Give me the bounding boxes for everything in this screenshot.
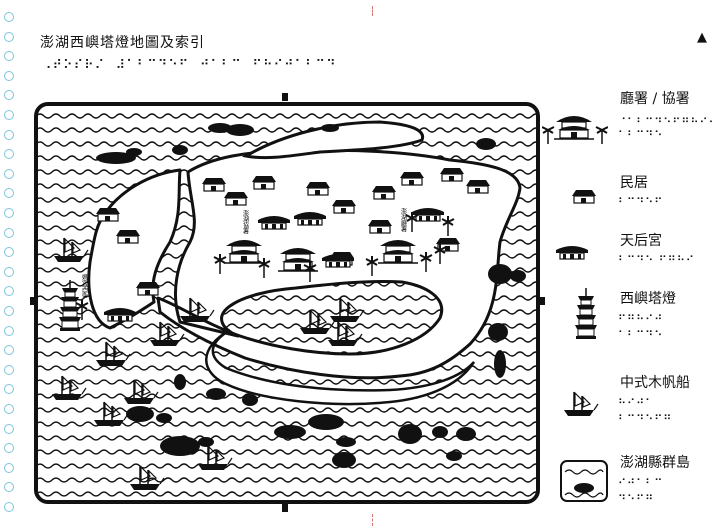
- binder-hole: [4, 423, 14, 434]
- binder-hole: [4, 129, 14, 140]
- cut-mark-bottom: [372, 514, 374, 526]
- legend-label-lighthouse: 西嶼塔燈: [620, 291, 676, 307]
- binder-hole: [4, 110, 14, 120]
- government-office-icon: [542, 115, 608, 144]
- binder-hole: [4, 502, 14, 512]
- residence-icon: [571, 189, 597, 204]
- binder-hole: [4, 364, 14, 375]
- wave-line: [36, 463, 538, 469]
- label-west-battery: 媽宮西衛: [81, 273, 88, 299]
- legend-label-temple: 天后宮: [620, 233, 662, 249]
- wave-line: [36, 113, 538, 119]
- binder-hole: [4, 266, 14, 277]
- label-coast-guard-office: 澎湖協署: [242, 209, 249, 235]
- binder-hole: [4, 404, 14, 414]
- legend-braille-islands: ⠊⠚⠁⠃⠉ ⠙⠑⠋⠛: [618, 477, 664, 506]
- binder-hole: [4, 31, 14, 42]
- north-island: [241, 120, 425, 160]
- legend-label-residence: 民居: [620, 175, 648, 191]
- legend-label-government: 廳署 / 協署: [620, 91, 690, 107]
- legend-braille-sailboat: ⠓⠊⠚⠁ ⠃⠉⠙⠑⠋⠛: [618, 397, 673, 426]
- label-prefecture-office: 澎湖廳署: [400, 207, 407, 233]
- map-panel: 澎湖協署 澎湖廳署 媽宮西衛: [30, 93, 545, 512]
- binder-hole: [4, 247, 14, 258]
- legend-braille-residence: ⠃⠉⠙⠑⠋: [618, 196, 664, 209]
- south-spit: [205, 328, 476, 406]
- wave-line: [36, 379, 538, 385]
- map-title: 澎湖西嶼塔燈地圖及索引: [40, 35, 205, 51]
- legend-label-islands: 澎湖縣群島: [620, 455, 690, 471]
- binder-hole: [4, 70, 14, 81]
- binder-holes: [4, 0, 18, 530]
- binder-hole: [4, 149, 14, 160]
- wave-line: [36, 407, 538, 413]
- binder-hole: [4, 188, 14, 199]
- legend-braille-temple: ⠃⠉⠙⠑ ⠋⠛⠓⠊: [618, 254, 695, 267]
- binder-hole: [4, 345, 14, 356]
- binder-hole: [4, 227, 14, 238]
- legend-braille-lighthouse: ⠋⠛⠓⠊⠚ ⠁⠃⠉⠙⠑: [618, 313, 664, 342]
- islets: [96, 123, 526, 468]
- binder-hole: [4, 51, 14, 62]
- binder-hole: [4, 462, 14, 473]
- lighthouse-tower-icon: [574, 287, 598, 340]
- binder-hole: [4, 306, 14, 316]
- binder-hole: [4, 286, 14, 297]
- binder-hole: [4, 208, 14, 218]
- legend-braille-government: ⠐⠂⠆⠒⠲⠢⠖⠶⠦⠔⠴ ⠁⠃⠉⠙⠑: [618, 113, 712, 142]
- cut-mark-top: [372, 6, 374, 16]
- wave-line: [36, 449, 538, 455]
- binder-hole: [4, 168, 14, 179]
- binder-hole: [4, 90, 14, 101]
- wave-line: [36, 477, 538, 483]
- temple-icon: [555, 245, 589, 260]
- penghu-islands-icon: [560, 460, 608, 502]
- binder-hole: [4, 325, 14, 336]
- wave-line: [36, 491, 538, 497]
- north-arrow-icon: ▲: [697, 30, 707, 45]
- chinese-sailboat-icon: [563, 391, 599, 417]
- binder-hole: [4, 482, 14, 493]
- binder-hole: [4, 384, 14, 395]
- map-title-braille: ⠠⠞⠕⠎⠗⠌⠀⠼⠁⠃⠉⠙⠑⠋⠀⠚⠁⠃⠉⠀⠋⠓⠊⠚⠁⠃⠉⠙: [42, 58, 337, 73]
- binder-hole: [4, 12, 14, 22]
- binder-hole: [4, 443, 14, 454]
- wave-line: [36, 127, 538, 133]
- legend-label-sailboat: 中式木帆船: [620, 375, 690, 391]
